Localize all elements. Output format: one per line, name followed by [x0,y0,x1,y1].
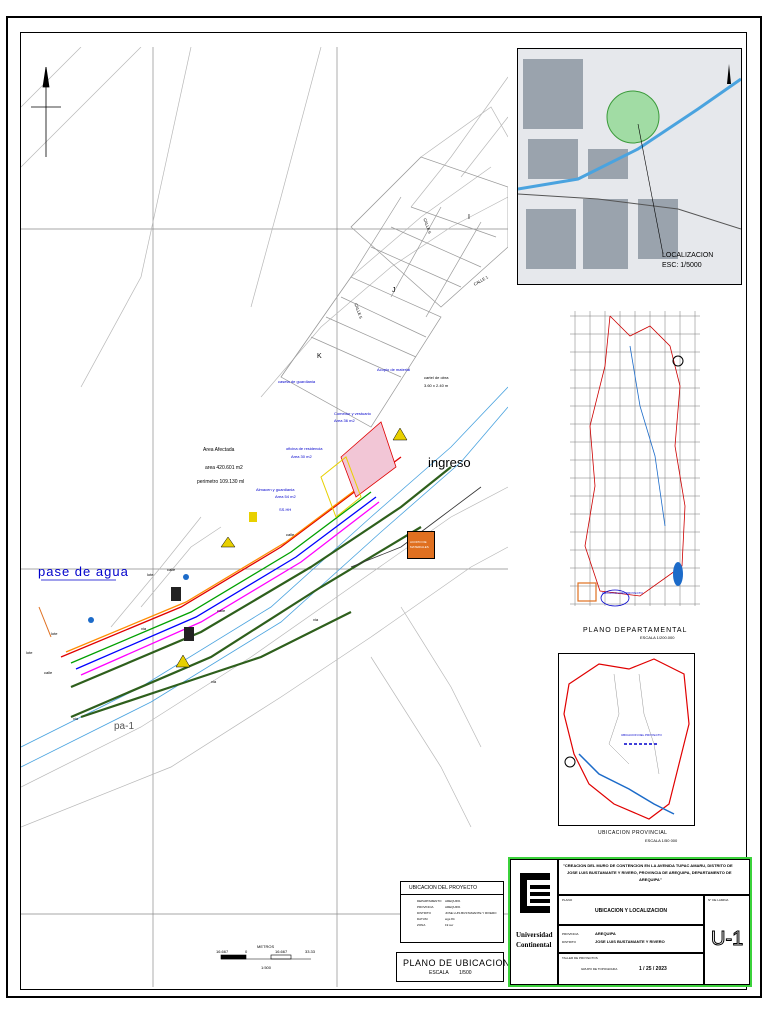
departmental-scale: ESCALA 1/200.000 [640,635,675,640]
caseta-label: caseta de guardiania [278,379,316,384]
calle-label: calle [217,608,226,613]
workshop-label: TALLER DE PROYECTOS [562,956,598,960]
block-k-label: K [317,353,322,360]
acopio-sign: ACOPIO DE MATERIALES [407,531,435,559]
scale-tick: 16.667 [275,949,288,954]
calle-label: calle [286,532,295,537]
calle-label: calle [167,567,176,572]
via-label: via [141,626,147,631]
lote-label: lote [51,631,58,636]
via-label: via [211,679,217,684]
plan-scale-label: ESCALA [429,970,449,976]
group-label: GRUPO DE TOPOGRAFIA [581,967,618,971]
project-name-line-2: JOSE LUIS BUSTAMANTE Y RIVERO, PROVINCIA… [567,870,732,875]
plan-title: PLANO DE UBICACION [403,958,511,968]
location-cell: PROVINCIA AREQUIPA DISTRITO JOSE LUIS BU… [558,925,704,953]
sheet-number-value: U-1 [710,928,744,951]
university-name-line-1: Universidad [516,931,553,939]
provincial-marker: UBICACION DEL PROYECTO [621,733,662,737]
localization-label: LOCALIZACION [662,252,714,259]
pa-1-label: pa-1 [114,721,135,732]
sheet-number-label: N° DE LAMINA [708,898,729,902]
perimeter-value: perimetro 109.130 ml [197,479,245,485]
calle-label: calle [44,670,53,675]
localization-drawing [517,49,742,284]
lote-label: lote [147,572,154,577]
info-key: ZONA [417,923,426,927]
area-title: Area Afectada [203,447,235,453]
info-value: wgs 84 [445,917,455,921]
oficina-area: Area 30 m2 [291,454,312,459]
project-name-cell: "CREACION DEL MURO DE CONTENCION EN LA A… [558,859,750,895]
scale-tick: 33.33 [305,949,316,954]
university-name-line-2: Continental [516,941,552,949]
info-value: JOSE LUIS BUSTAMANTE Y RIVERO [445,911,497,915]
info-key: DATUM [417,917,428,921]
project-location-box: UBICACION DEL PROYECTO DEPARTAMENTO AREQ… [400,881,504,943]
departmental-map: PLANO DEPARTAMENTAL ESCALA 1/200.000 UBI… [570,306,700,640]
plan-scale-value: 1/500 [459,970,472,976]
date-value: 1 / 25 / 2023 [639,966,667,972]
oficina-label: oficina de residencia [286,446,323,451]
pase-de-agua-label: pase de agua [38,564,129,579]
divider [401,894,503,895]
drawing-sheet [6,16,762,998]
info-value: 19 sur [445,923,454,927]
block-i-label: I [468,214,470,221]
project-name-line-1: "CREACION DEL MURO DE CONTENCION EN LA A… [563,863,733,868]
workshop-cell: TALLER DE PROYECTOS GRUPO DE TOPOGRAFIA … [558,953,704,985]
project-location-title: UBICACION DEL PROYECTO [409,885,478,891]
almacen-area: Area 54 m2 [275,494,296,499]
almacen-label: Almacen y guardiania [256,487,295,492]
info-key: PROVINCIA [417,905,434,909]
via-label: via [73,716,79,721]
departmental-marker: UBICACION DEL PROYECTO [602,591,643,595]
acopio-sign-line-1: ACOPIO DE [410,540,427,544]
acopio-sign-line-2: MATERIALES [410,545,429,549]
scale-tick: 0 [245,949,248,954]
plan-title-box: PLANO DE UBICACION ESCALA 1/500 [396,952,510,982]
cartel-size: 3.60 x 2.40 m [424,383,449,388]
provincial-map: UBICACION DEL PROYECTO [558,653,695,826]
block-j-label: J [392,287,396,294]
plan-name-value: UBICACION Y LOCALIZACION [595,908,668,914]
project-name-line-3: AREQUIPA" [639,877,662,882]
lote-label: lote [26,650,33,655]
acopio-label: Acopio de material [377,367,411,372]
drawing-frame [20,32,747,990]
info-value: AREQUIPA [445,899,461,903]
departmental-title: PLANO DEPARTAMENTAL [583,627,688,634]
info-key: DEPARTAMENTO [417,899,442,903]
comedor-label: Comedor y vestuario [334,411,371,416]
info-key: DISTRITO [417,911,431,915]
provincial-scale: ESCALA 1/50 000 [645,838,678,843]
via-label: via [313,617,319,622]
scale-bar-ratio: 1:500 [261,965,272,970]
logo-cell: Universidad Continental [510,859,558,985]
area-value: area 420.601 m2 [205,465,243,471]
info-value: AREQUIPA [445,905,461,909]
localization-map: LOCALIZACION ESC: 1/5000 [517,48,742,285]
university-logo-icon [520,873,550,913]
title-block: Universidad Continental "CREACION DEL MU… [508,857,752,987]
sheet-number-cell: N° DE LAMINA U-1 [704,895,750,985]
plan-name-label: PLANO [562,898,573,902]
district-value: JOSE LUIS BUSTAMANTE Y RIVERO [595,939,665,944]
scale-bar-label: METROS [257,944,275,949]
plan-name-cell: PLANO UBICACION Y LOCALIZACION [558,895,704,925]
province-label: PROVINCIA [562,932,579,936]
province-value: AREQUIPA [595,931,616,936]
site-map-drawing [20,46,509,987]
provincial-title: UBICACION PROVINCIAL [598,830,668,836]
sshh-label: SS.HH [279,507,292,512]
cartel-label: cartel de obra [424,375,449,380]
departmental-drawing [570,311,700,607]
ingreso-label: ingreso [428,455,471,470]
district-label: DISTRITO [562,940,576,944]
comedor-area: Area 36 m2 [334,418,355,423]
main-site-map: Area Afectada area 420.601 m2 perimetro … [20,46,509,987]
provincial-drawing [563,658,690,820]
localization-scale: ESC: 1/5000 [662,262,702,269]
scale-tick: 16.667 [216,949,229,954]
